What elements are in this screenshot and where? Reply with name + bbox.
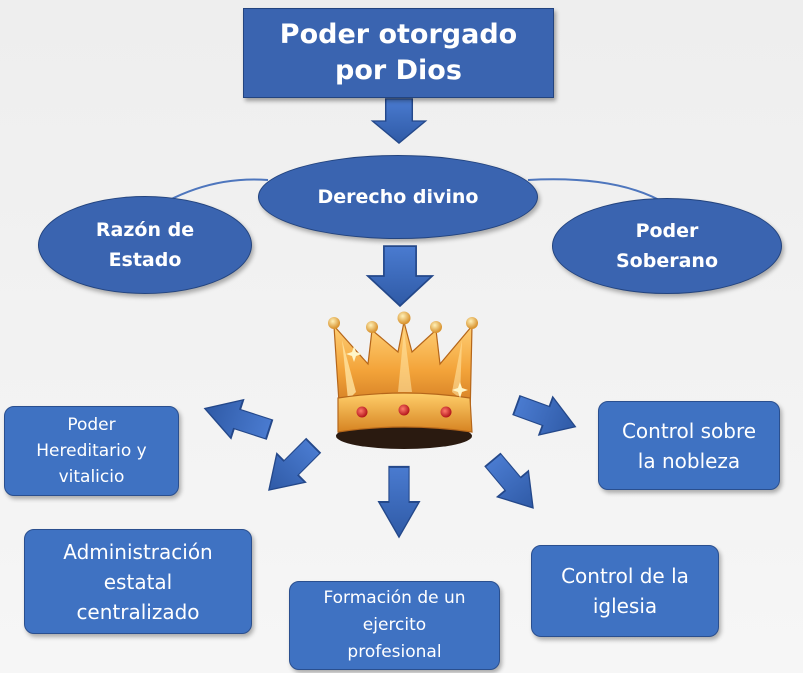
hereditario-text: Poder Hereditario y vitalicio [36, 415, 147, 487]
arrow-to-iglesia-icon [476, 446, 550, 522]
ejercito-box: Formación de un ejercito profesional [289, 581, 500, 670]
administracion-text: Administración estatal centralizado [63, 539, 213, 624]
derecho-divino-ellipse: Derecho divino [258, 155, 538, 239]
arrow-to-administracion-icon [253, 430, 329, 506]
administracion-box: Administración estatal centralizado [24, 529, 252, 634]
arrow-to-hereditario-icon [197, 388, 277, 450]
razon-de-estado-ellipse: Razón de Estado [38, 196, 252, 294]
control-iglesia-box: Control de la iglesia [531, 545, 719, 637]
crown-icon [328, 311, 478, 449]
title-box: Poder otorgado por Dios [243, 8, 554, 98]
control-nobleza-box: Control sobre la nobleza [598, 401, 780, 490]
control-nobleza-text: Control sobre la nobleza [621, 418, 757, 473]
hereditario-box: Poder Hereditario y vitalicio [4, 406, 179, 496]
razon-de-estado-text: Razón de Estado [95, 219, 195, 271]
arrow-down-top-icon [371, 98, 427, 144]
arrow-down-army-icon [377, 465, 421, 539]
arrow-down-center-icon [366, 245, 434, 307]
ejercito-text: Formación de un ejercito profesional [323, 588, 466, 662]
poder-soberano-ellipse: Poder Soberano [552, 198, 782, 294]
poder-soberano-text: Poder Soberano [616, 220, 718, 272]
derecho-divino-text: Derecho divino [317, 186, 479, 208]
title-text: Poder otorgado por Dios [279, 19, 518, 86]
control-iglesia-text: Control de la iglesia [561, 564, 689, 618]
arrow-to-nobleza-icon [508, 385, 584, 447]
